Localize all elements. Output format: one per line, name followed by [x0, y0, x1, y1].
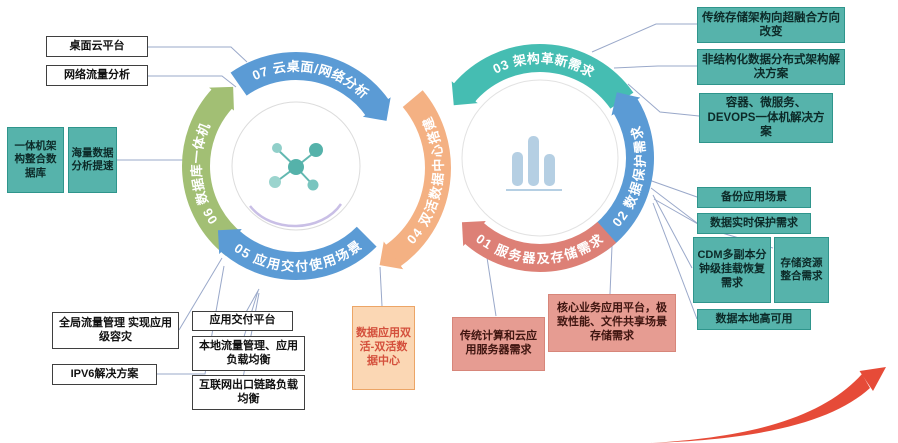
box-local-high-availability: 数据本地高可用 [697, 309, 811, 330]
arc-07-cloud-desktop-network [230, 52, 391, 121]
box-appliance-architecture: 一体机架构整合数据库 [7, 127, 64, 193]
box-desktop-cloud: 桌面云平台 [46, 36, 148, 57]
arc-04-active-active-dc [379, 90, 451, 270]
box-backup-scenario: 备份应用场景 [697, 187, 811, 208]
box-core-business: 核心业务应用平台，极致性能、文件共享场景存储需求 [548, 294, 676, 352]
box-ipv6-solution: IPV6解决方案 [52, 364, 157, 385]
box-container-devops: 容器、微服务、DEVOPS一体机解决方案 [699, 93, 833, 143]
box-storage-consolidation: 存储资源整合需求 [774, 237, 829, 303]
red-swoosh-arrow [648, 367, 886, 443]
box-local-traffic: 本地流量管理、应用负载均衡 [192, 336, 305, 371]
box-realtime-protection: 数据实时保护需求 [697, 213, 811, 234]
box-global-traffic: 全局流量管理 实现应用级容灾 [52, 312, 179, 349]
box-storage-hyperconverged: 传统存储架构向超融合方向改变 [697, 7, 845, 43]
decorative-swirl [249, 203, 343, 228]
arc-05-app-delivery [217, 226, 377, 280]
box-active-active-datacenter: 数据应用双活-双活数据中心 [352, 306, 415, 390]
box-cdm-recovery: CDM多副本分钟级挂载恢复需求 [693, 237, 771, 303]
box-unstructured-distributed: 非结构化数据分布式架构解决方案 [697, 49, 845, 85]
left-inner-circle [225, 95, 367, 237]
right-ring: 03 架构革新需求 02 数据保护需求 01 服务器及存储需求 [451, 44, 654, 272]
bar-chart-icon [506, 136, 562, 191]
right-inner-circle [461, 79, 619, 237]
arc-03-architecture-innovation [451, 44, 634, 109]
right-inner-ring [461, 79, 619, 237]
box-app-delivery-platform: 应用交付平台 [192, 311, 293, 331]
network-cluster-icon [269, 143, 323, 191]
arc-01-server-storage [461, 220, 617, 272]
arc-02-data-protection [589, 92, 654, 252]
box-network-traffic: 网络流量分析 [46, 65, 148, 86]
box-traditional-compute: 传统计算和云应用服务器需求 [452, 317, 545, 371]
box-mass-data-speedup: 海量数据分析提速 [68, 127, 117, 193]
box-internet-link-lb: 互联网出口链路负载均衡 [192, 375, 305, 410]
